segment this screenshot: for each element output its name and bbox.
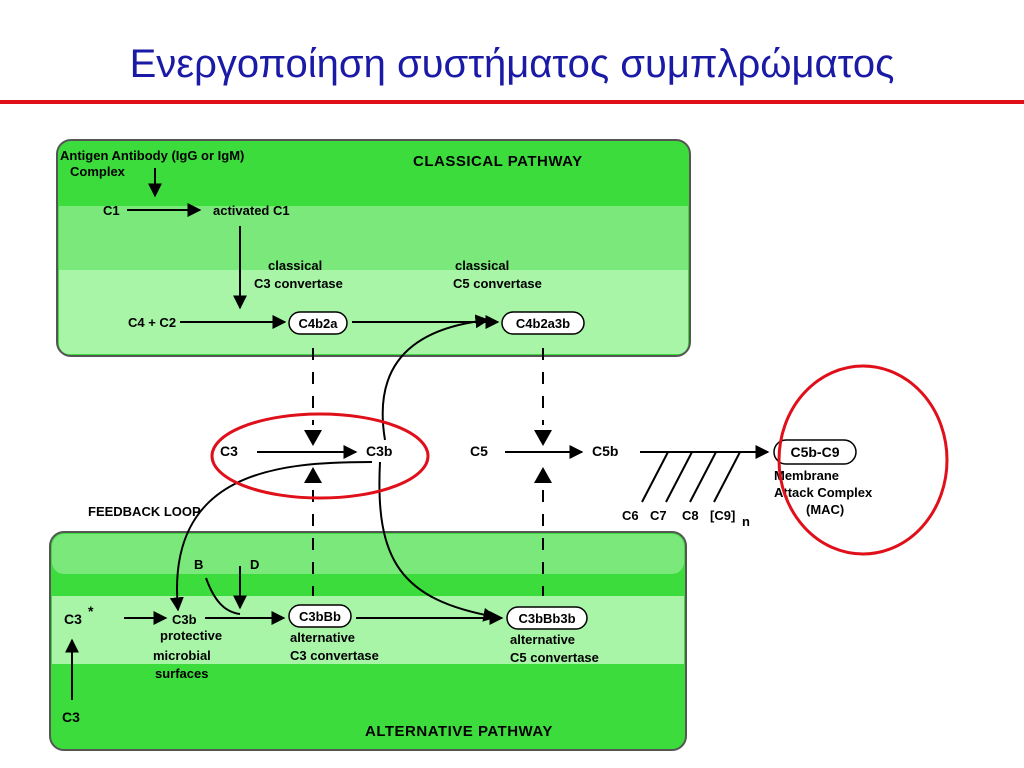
feedback-loop-label: FEEDBACK LOOP (88, 504, 201, 519)
middle-arrows (169, 445, 770, 622)
c6-label: C6 (622, 508, 639, 523)
c3-cleavage-highlight (210, 412, 430, 500)
antigen-label-1: Antigen Antibody (IgG or IgM) (60, 148, 244, 163)
dashed-connectors (312, 348, 544, 596)
c3bbb-label: C3bBb (299, 609, 341, 624)
c4-c2-label: C4 + C2 (128, 315, 176, 330)
c3-star-label: C3 (64, 611, 82, 627)
mac-label-3: (MAC) (806, 502, 844, 517)
classical-panel (56, 139, 691, 357)
c3-bottom-label: C3 (62, 709, 80, 725)
antigen-label-2: Complex (70, 164, 126, 179)
slide-title: Ενεργοποίηση συστήματος συμπλρώματος (129, 42, 895, 86)
title-rule (0, 100, 1024, 104)
star-marker: * (88, 603, 94, 619)
alt-c3-conv-label-1: alternative (290, 630, 355, 645)
classical-c5-conv-label-2: C5 convertase (453, 276, 542, 291)
classical-c3-conv-label-2: C3 convertase (254, 276, 343, 291)
c4b2a3b-node: C4b2a3b (501, 311, 585, 335)
classical-c3-conv-label-1: classical (268, 258, 322, 273)
c9-subscript: n (742, 514, 750, 529)
alt-c5-conv-label-2: C5 convertase (510, 650, 599, 665)
alternative-header: ALTERNATIVE PATHWAY (365, 723, 553, 740)
protective-label: protective (160, 628, 222, 643)
mac-label-1: Membrane (774, 468, 839, 483)
c8-label: C8 (682, 508, 699, 523)
alternative-arrows (65, 566, 504, 700)
mac-node: C5b-C9 (773, 439, 857, 465)
mac-node-label: C5b-C9 (790, 444, 839, 460)
factor-b-label: B (194, 557, 203, 572)
c3bbb-node: C3bBb (288, 604, 352, 628)
c9-label: [C9] (710, 508, 735, 523)
alt-c3-conv-label-2: C3 convertase (290, 648, 379, 663)
c3-label: C3 (220, 443, 238, 459)
c7-label: C7 (650, 508, 667, 523)
c3bbb3b-label: C3bBb3b (518, 611, 575, 626)
c3bbb3b-node: C3bBb3b (506, 606, 588, 630)
c5b-label: C5b (592, 443, 618, 459)
c4b2a-node: C4b2a (288, 311, 348, 335)
c3b-label: C3b (366, 443, 392, 459)
factor-d-label: D (250, 557, 259, 572)
alt-c5-conv-label-1: alternative (510, 632, 575, 647)
alt-c3b-label: C3b (172, 612, 197, 627)
activated-c1-label: activated C1 (213, 203, 290, 218)
microbial-label: microbial (153, 648, 211, 663)
classical-arrows (127, 168, 500, 441)
mac-highlight (777, 364, 949, 556)
alternative-panel (49, 531, 687, 751)
classical-header: CLASSICAL PATHWAY (413, 153, 583, 170)
surfaces-label: surfaces (155, 666, 208, 681)
c4b2a3b-label: C4b2a3b (516, 316, 570, 331)
c4b2a-label: C4b2a (298, 316, 338, 331)
convertase-triangles (304, 430, 552, 483)
c5-label: C5 (470, 443, 488, 459)
classical-c5-conv-label-1: classical (455, 258, 509, 273)
mac-label-2: Attack Complex (774, 485, 873, 500)
c1-label: C1 (103, 203, 120, 218)
